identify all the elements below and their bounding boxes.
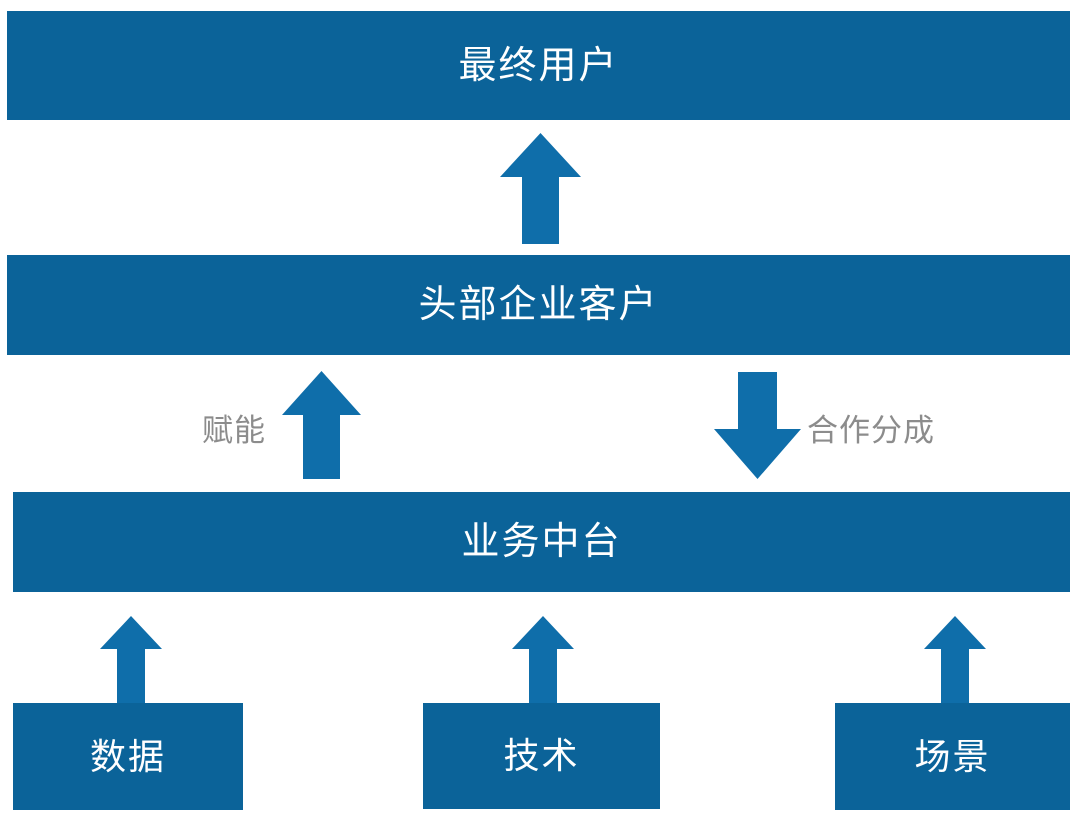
arrow-up-scenario-to-mid-platform-icon: [924, 616, 986, 703]
layer-band-enterprise[interactable]: 头部企业客户: [7, 255, 1070, 355]
layer-band-enterprise-label: 头部企业客户: [418, 284, 659, 326]
foundation-box-data[interactable]: 数据: [13, 703, 243, 810]
layer-band-end-user-label: 最终用户: [458, 44, 619, 87]
connector-label-revenue-share: 合作分成: [807, 413, 935, 448]
foundation-box-scenario[interactable]: 场景: [835, 703, 1070, 810]
layer-band-mid-platform-label: 业务中台: [461, 521, 622, 563]
arrow-up-enterprise-to-end-user-icon: [500, 133, 581, 244]
foundation-box-tech-label: 技术: [503, 735, 580, 776]
foundation-box-tech[interactable]: 技术: [423, 703, 660, 809]
layer-band-end-user[interactable]: 最终用户: [7, 11, 1070, 120]
foundation-box-data-label: 数据: [89, 735, 166, 777]
foundation-box-scenario-label: 场景: [914, 735, 991, 777]
arrow-up-enable-icon: [282, 371, 361, 479]
arrow-up-tech-to-mid-platform-icon: [512, 616, 574, 703]
connector-label-enable: 赋能: [202, 413, 266, 448]
arrow-up-data-to-mid-platform-icon: [100, 616, 162, 703]
layer-band-mid-platform[interactable]: 业务中台: [13, 492, 1070, 592]
arrow-down-revenue-share-icon: [714, 372, 801, 479]
